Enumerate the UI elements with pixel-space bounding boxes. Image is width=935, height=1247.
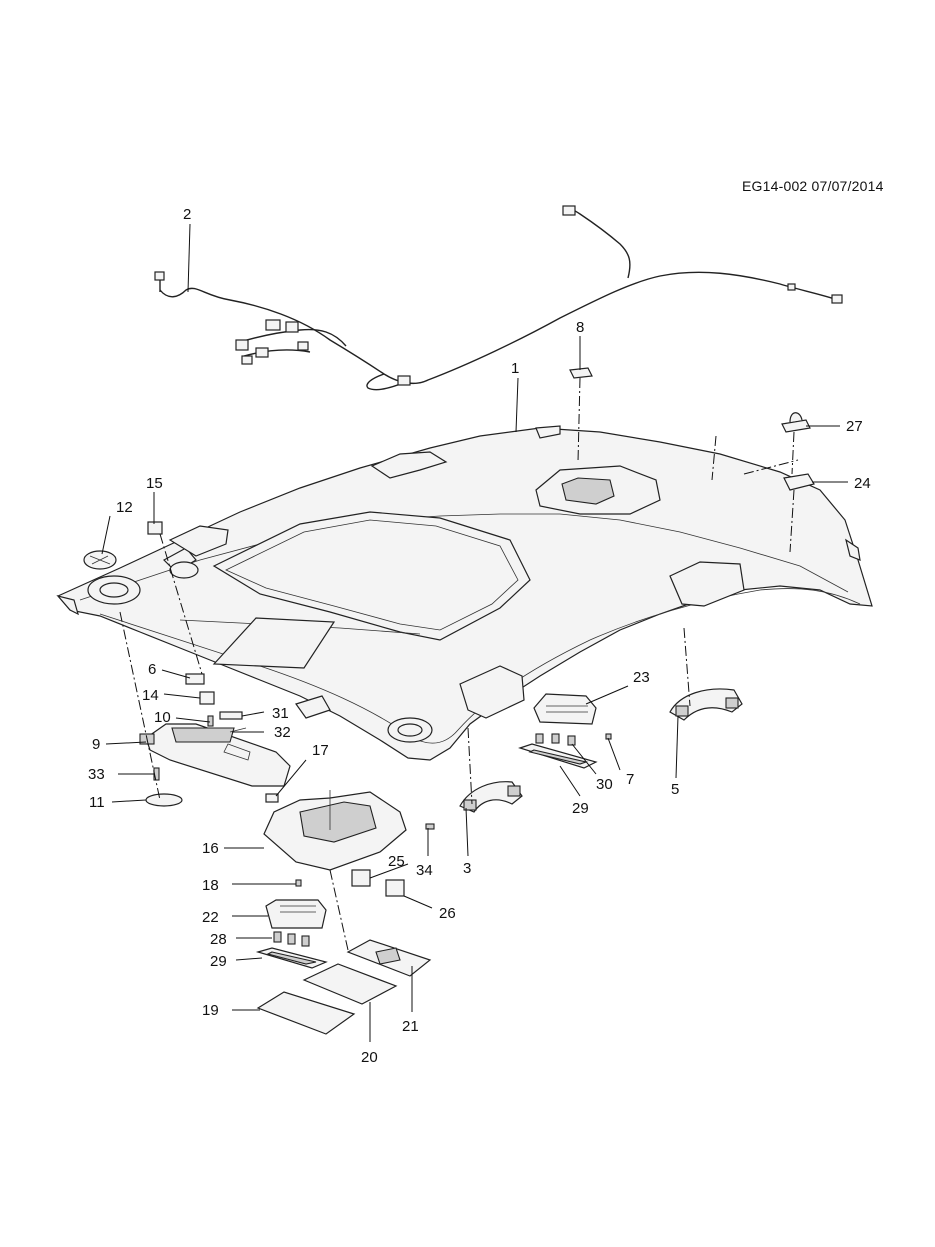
callout-29-front: 29 bbox=[210, 953, 227, 970]
callout-15: 15 bbox=[146, 475, 163, 492]
callout-30: 30 bbox=[596, 776, 613, 793]
callout-27: 27 bbox=[846, 418, 863, 435]
callout-7: 7 bbox=[626, 771, 634, 788]
callout-29-rear: 29 bbox=[572, 800, 589, 817]
callout-21: 21 bbox=[402, 1018, 419, 1035]
bulbs-28 bbox=[273, 931, 310, 947]
wiring-harness bbox=[154, 205, 843, 391]
harness-connector-left bbox=[154, 271, 165, 281]
callout-28: 28 bbox=[210, 931, 227, 948]
lamp-housing-22 bbox=[265, 899, 327, 929]
callout-9: 9 bbox=[92, 736, 100, 753]
callout-32: 32 bbox=[274, 724, 291, 741]
callout-5: 5 bbox=[671, 781, 679, 798]
pad-8 bbox=[569, 367, 593, 379]
overhead-console bbox=[263, 790, 407, 887]
clip-27 bbox=[781, 412, 811, 433]
harness-connector-top bbox=[562, 205, 576, 216]
callout-25: 25 bbox=[388, 853, 405, 870]
callout-22: 22 bbox=[202, 909, 219, 926]
callout-8: 8 bbox=[576, 319, 584, 336]
screw-10 bbox=[207, 715, 214, 727]
grab-handle-3 bbox=[459, 781, 523, 813]
cover-20 bbox=[302, 963, 398, 1005]
rear-lamp-23 bbox=[533, 693, 597, 725]
cover-12 bbox=[83, 550, 117, 570]
callout-34: 34 bbox=[416, 862, 433, 879]
bezel-19 bbox=[256, 991, 356, 1035]
callout-2: 2 bbox=[183, 206, 191, 223]
callout-19: 19 bbox=[202, 1002, 219, 1019]
lens-29-rear bbox=[518, 743, 598, 769]
harness-connector-mid bbox=[397, 375, 411, 386]
callout-31: 31 bbox=[272, 705, 289, 722]
callout-20: 20 bbox=[361, 1049, 378, 1066]
lamp-24 bbox=[783, 473, 815, 491]
cover-21 bbox=[346, 939, 432, 977]
callout-33: 33 bbox=[88, 766, 105, 783]
bulbs-30 bbox=[535, 733, 576, 746]
callout-labels: 1 2 3 5 6 7 8 9 10 11 12 14 15 16 17 18 … bbox=[88, 206, 871, 1066]
callout-16: 16 bbox=[202, 840, 219, 857]
callout-26: 26 bbox=[439, 905, 456, 922]
callout-6: 6 bbox=[148, 661, 156, 678]
harness-connector-right bbox=[831, 294, 843, 304]
lens-29-front bbox=[255, 947, 328, 969]
callout-24: 24 bbox=[854, 475, 871, 492]
callout-11: 11 bbox=[89, 794, 105, 811]
headliner-panel bbox=[56, 425, 873, 761]
callout-23: 23 bbox=[633, 669, 650, 686]
callout-12: 12 bbox=[116, 499, 133, 516]
switch-26 bbox=[385, 879, 405, 897]
callout-14: 14 bbox=[142, 687, 159, 704]
drawing-id-stamp: EG14-002 07/07/2014 bbox=[742, 178, 884, 194]
callout-3: 3 bbox=[463, 860, 471, 877]
bracket-14 bbox=[199, 691, 215, 705]
grab-handle-5 bbox=[669, 688, 743, 721]
callout-18: 18 bbox=[202, 877, 219, 894]
callout-1: 1 bbox=[511, 360, 519, 377]
pad-6 bbox=[185, 673, 205, 685]
leader-lines bbox=[101, 223, 848, 1042]
callout-10: 10 bbox=[154, 709, 171, 726]
screw-34 bbox=[425, 823, 435, 830]
visor-clip-11 bbox=[145, 793, 183, 807]
clip-15 bbox=[147, 521, 163, 535]
sun-visor bbox=[139, 723, 291, 787]
callout-17: 17 bbox=[312, 742, 329, 759]
switch-25 bbox=[351, 869, 371, 887]
